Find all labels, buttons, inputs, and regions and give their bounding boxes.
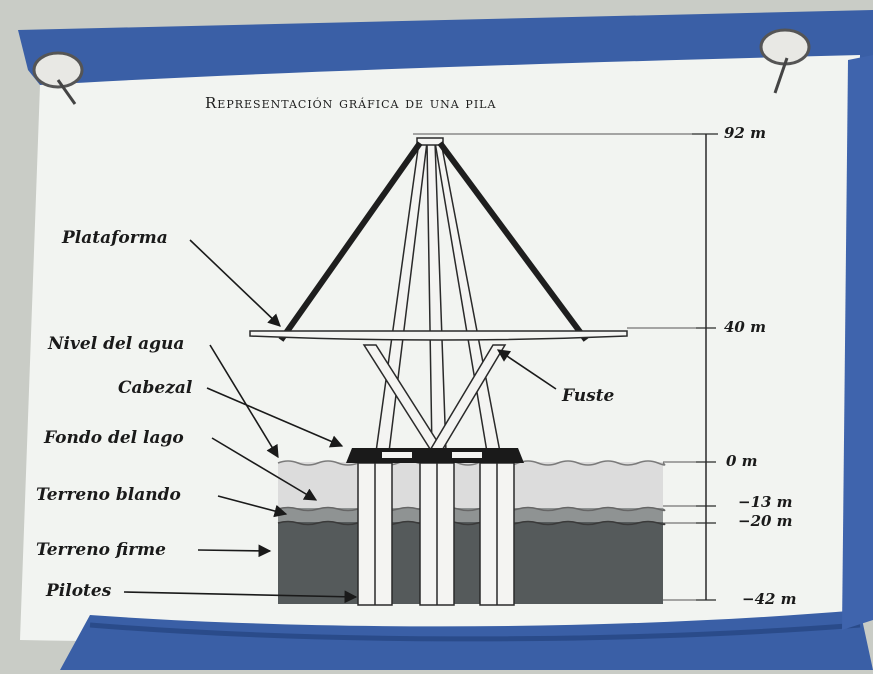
label-pilotes: Pilotes [46, 581, 112, 601]
label-plataforma: Plataforma [62, 228, 168, 248]
arrow-pilotes [123, 590, 358, 604]
piles [357, 462, 515, 606]
arrow-cabezal [206, 387, 344, 448]
scroll-right-edge [842, 55, 873, 630]
arrow-terreno-blando [217, 495, 288, 518]
label-cabezal: Cabezal [118, 378, 193, 398]
firm-soil-layer [278, 522, 663, 604]
elevation-label-13: −13 m [738, 493, 793, 511]
firm-soil-line [277, 520, 666, 526]
arrow-plataforma [189, 239, 281, 327]
arrow-nivel-agua [209, 344, 279, 459]
label-fondo-lago: Fondo del lago [44, 428, 184, 448]
elevation-label-92: 92 m [724, 124, 766, 142]
pile-cap [346, 448, 524, 463]
platform [249, 330, 628, 341]
arrow-fuste [496, 349, 557, 390]
pile-cap-slot-right [452, 452, 482, 458]
water-layer [278, 462, 663, 510]
diagram-title: Representación gráfica de una pila [205, 94, 497, 112]
label-terreno-blando: Terreno blando [36, 485, 181, 505]
scroll-bottom-curl [89, 622, 861, 642]
arrow-terreno-firme [197, 544, 272, 558]
elevation-label-0: 0 m [726, 452, 758, 470]
elevation-leader-lines [413, 133, 696, 601]
elevation-label-20: −20 m [738, 512, 793, 530]
stay-cable-left [278, 141, 423, 342]
label-nivel-agua: Nivel del agua [48, 334, 185, 354]
label-fuste: Fuste [562, 386, 615, 406]
lake-bed-line [277, 506, 666, 512]
elevation-label-40: 40 m [724, 318, 766, 336]
shaft-legs [362, 141, 507, 453]
pile-cap-slot-left [382, 452, 412, 458]
leader-arrows [123, 239, 557, 604]
arrow-fondo-lago [211, 437, 318, 501]
elevation-label-42: −42 m [742, 590, 797, 608]
shaft-top-cap [416, 137, 444, 146]
elevation-ticks [692, 133, 718, 601]
right-pin-icon [759, 28, 811, 94]
stay-cable-right [437, 141, 589, 342]
label-terreno-firme: Terreno firme [36, 540, 166, 560]
left-pin-icon [32, 51, 84, 105]
